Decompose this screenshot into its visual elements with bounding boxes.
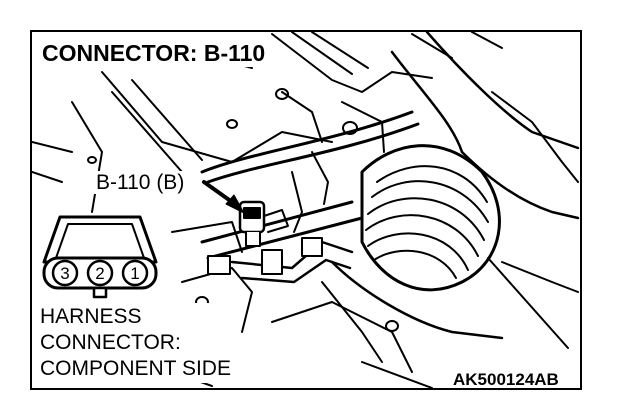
intake-hose: [321, 32, 580, 363]
harness-label-line1: HARNESS: [40, 305, 142, 328]
callout-arrow: [202, 180, 245, 214]
pin-3-circle: [51, 259, 79, 287]
pin-2-label: 2: [95, 264, 104, 283]
diagram-frame: 3 2 1 CONNECTOR: B-110 B-110 (B) HARNESS…: [30, 30, 582, 390]
pin-3-label: 3: [60, 264, 69, 283]
figure-code: AK500124AB: [450, 370, 562, 388]
harness-connector-label: HARNESS CONNECTOR: COMPONENT SIDE: [40, 303, 234, 383]
pin-1-label: 1: [130, 264, 139, 283]
b110-sensor-connector: [238, 200, 289, 247]
harness-label-line2: CONNECTOR:: [40, 331, 181, 354]
engine-illustration: 3 2 1: [32, 32, 580, 388]
diagram-title: CONNECTOR: B-110: [40, 41, 269, 67]
pin-2-circle: [86, 259, 114, 287]
connector-callout-label: B-110 (B): [94, 171, 187, 194]
hoses-and-brackets: [200, 110, 420, 284]
leader-line: [487, 257, 569, 349]
harness-connector-symbol: 3 2 1: [32, 215, 160, 307]
pin-1-circle: [121, 259, 149, 287]
harness-label-line3: COMPONENT SIDE: [40, 357, 231, 380]
